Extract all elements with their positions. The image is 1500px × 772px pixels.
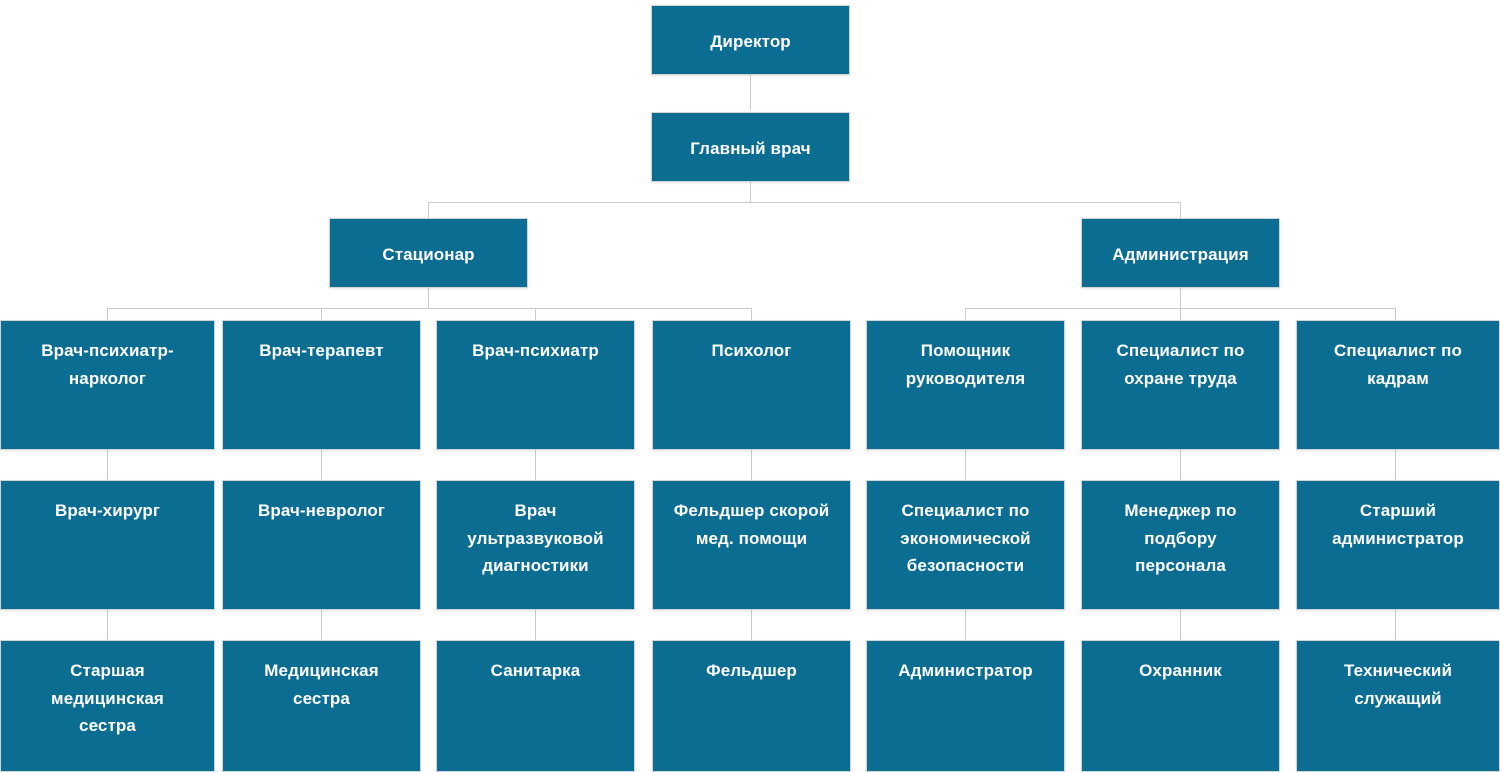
- node-hr-specialist[interactable]: Специалист по кадрам: [1296, 320, 1500, 450]
- connector-col2-r5-r6: [321, 610, 322, 640]
- connector-col5-r5-r6: [965, 610, 966, 640]
- connector-col6-r5-r6: [1180, 610, 1181, 640]
- node-paramedic[interactable]: Фельдшер: [652, 640, 851, 772]
- connector-inpatient-child-3: [535, 308, 536, 320]
- node-ultrasound-doctor[interactable]: Врач ультразвуковой диагностики: [436, 480, 635, 610]
- connector-inpatient-child-2: [321, 308, 322, 320]
- connector-chief-doctor-stem: [750, 182, 751, 202]
- node-psychologist[interactable]: Психолог: [652, 320, 851, 450]
- connector-administration-child-1: [965, 308, 966, 320]
- connector-col1-r5-r6: [107, 610, 108, 640]
- node-head-nurse[interactable]: Старшая медицинская сестра: [0, 640, 215, 772]
- node-assistant-manager[interactable]: Помощник руководителя: [866, 320, 1065, 450]
- node-senior-administrator[interactable]: Старший администратор: [1296, 480, 1500, 610]
- connector-col3-r4-r5: [535, 450, 536, 480]
- connector-administration-child-3: [1395, 308, 1396, 320]
- connector-inpatient-child-1: [107, 308, 108, 320]
- node-orderly[interactable]: Санитарка: [436, 640, 635, 772]
- node-administration[interactable]: Администрация: [1081, 218, 1280, 288]
- node-economic-security-specialist[interactable]: Специалист по экономической безопасности: [866, 480, 1065, 610]
- connector-col5-r4-r5: [965, 450, 966, 480]
- connector-col7-r5-r6: [1395, 610, 1396, 640]
- connector-bar-to-inpatient: [428, 202, 429, 218]
- node-nurse[interactable]: Медицинская сестра: [222, 640, 421, 772]
- node-technical-staff[interactable]: Технический служащий: [1296, 640, 1500, 772]
- connector-col2-r4-r5: [321, 450, 322, 480]
- connector-col6-r4-r5: [1180, 450, 1181, 480]
- node-psychiatrist-narcologist[interactable]: Врач-психиатр- нарколог: [0, 320, 215, 450]
- connector-director-to-chief-doctor: [750, 75, 751, 110]
- node-surgeon[interactable]: Врач-хирург: [0, 480, 215, 610]
- connector-col3-r5-r6: [535, 610, 536, 640]
- connector-chief-doctor-bar: [428, 202, 1180, 203]
- node-neurologist[interactable]: Врач-невролог: [222, 480, 421, 610]
- node-chief-doctor[interactable]: Главный врач: [651, 112, 850, 182]
- connector-inpatient-child-4: [751, 308, 752, 320]
- connector-bar-to-administration: [1180, 202, 1181, 218]
- node-ambulance-paramedic[interactable]: Фельдшер скорой мед. помощи: [652, 480, 851, 610]
- connector-col4-r5-r6: [751, 610, 752, 640]
- connector-col1-r4-r5: [107, 450, 108, 480]
- node-administrator[interactable]: Администратор: [866, 640, 1065, 772]
- connector-administration-child-2: [1180, 308, 1181, 320]
- node-recruitment-manager[interactable]: Менеджер по подбору персонала: [1081, 480, 1280, 610]
- node-therapist[interactable]: Врач-терапевт: [222, 320, 421, 450]
- node-psychiatrist[interactable]: Врач-психиатр: [436, 320, 635, 450]
- connector-inpatient-stem: [428, 288, 429, 308]
- node-director[interactable]: Директор: [651, 5, 850, 75]
- node-inpatient[interactable]: Стационар: [329, 218, 528, 288]
- connector-col7-r4-r5: [1395, 450, 1396, 480]
- node-labor-safety-specialist[interactable]: Специалист по охране труда: [1081, 320, 1280, 450]
- connector-col4-r4-r5: [751, 450, 752, 480]
- connector-administration-stem: [1180, 288, 1181, 308]
- node-guard[interactable]: Охранник: [1081, 640, 1280, 772]
- connector-inpatient-bar: [107, 308, 751, 309]
